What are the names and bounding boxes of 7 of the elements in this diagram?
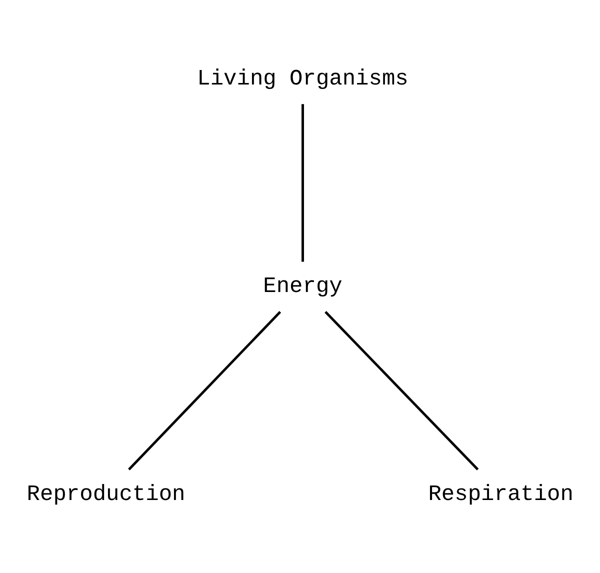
- node-text: Reproduction: [26, 481, 186, 506]
- node-text: Respiration: [428, 481, 574, 506]
- node-text: Energy: [263, 274, 342, 299]
- connector: [302, 104, 304, 262]
- connector: [324, 310, 479, 470]
- node-text: Living Organisms: [197, 66, 408, 91]
- connector: [128, 310, 282, 470]
